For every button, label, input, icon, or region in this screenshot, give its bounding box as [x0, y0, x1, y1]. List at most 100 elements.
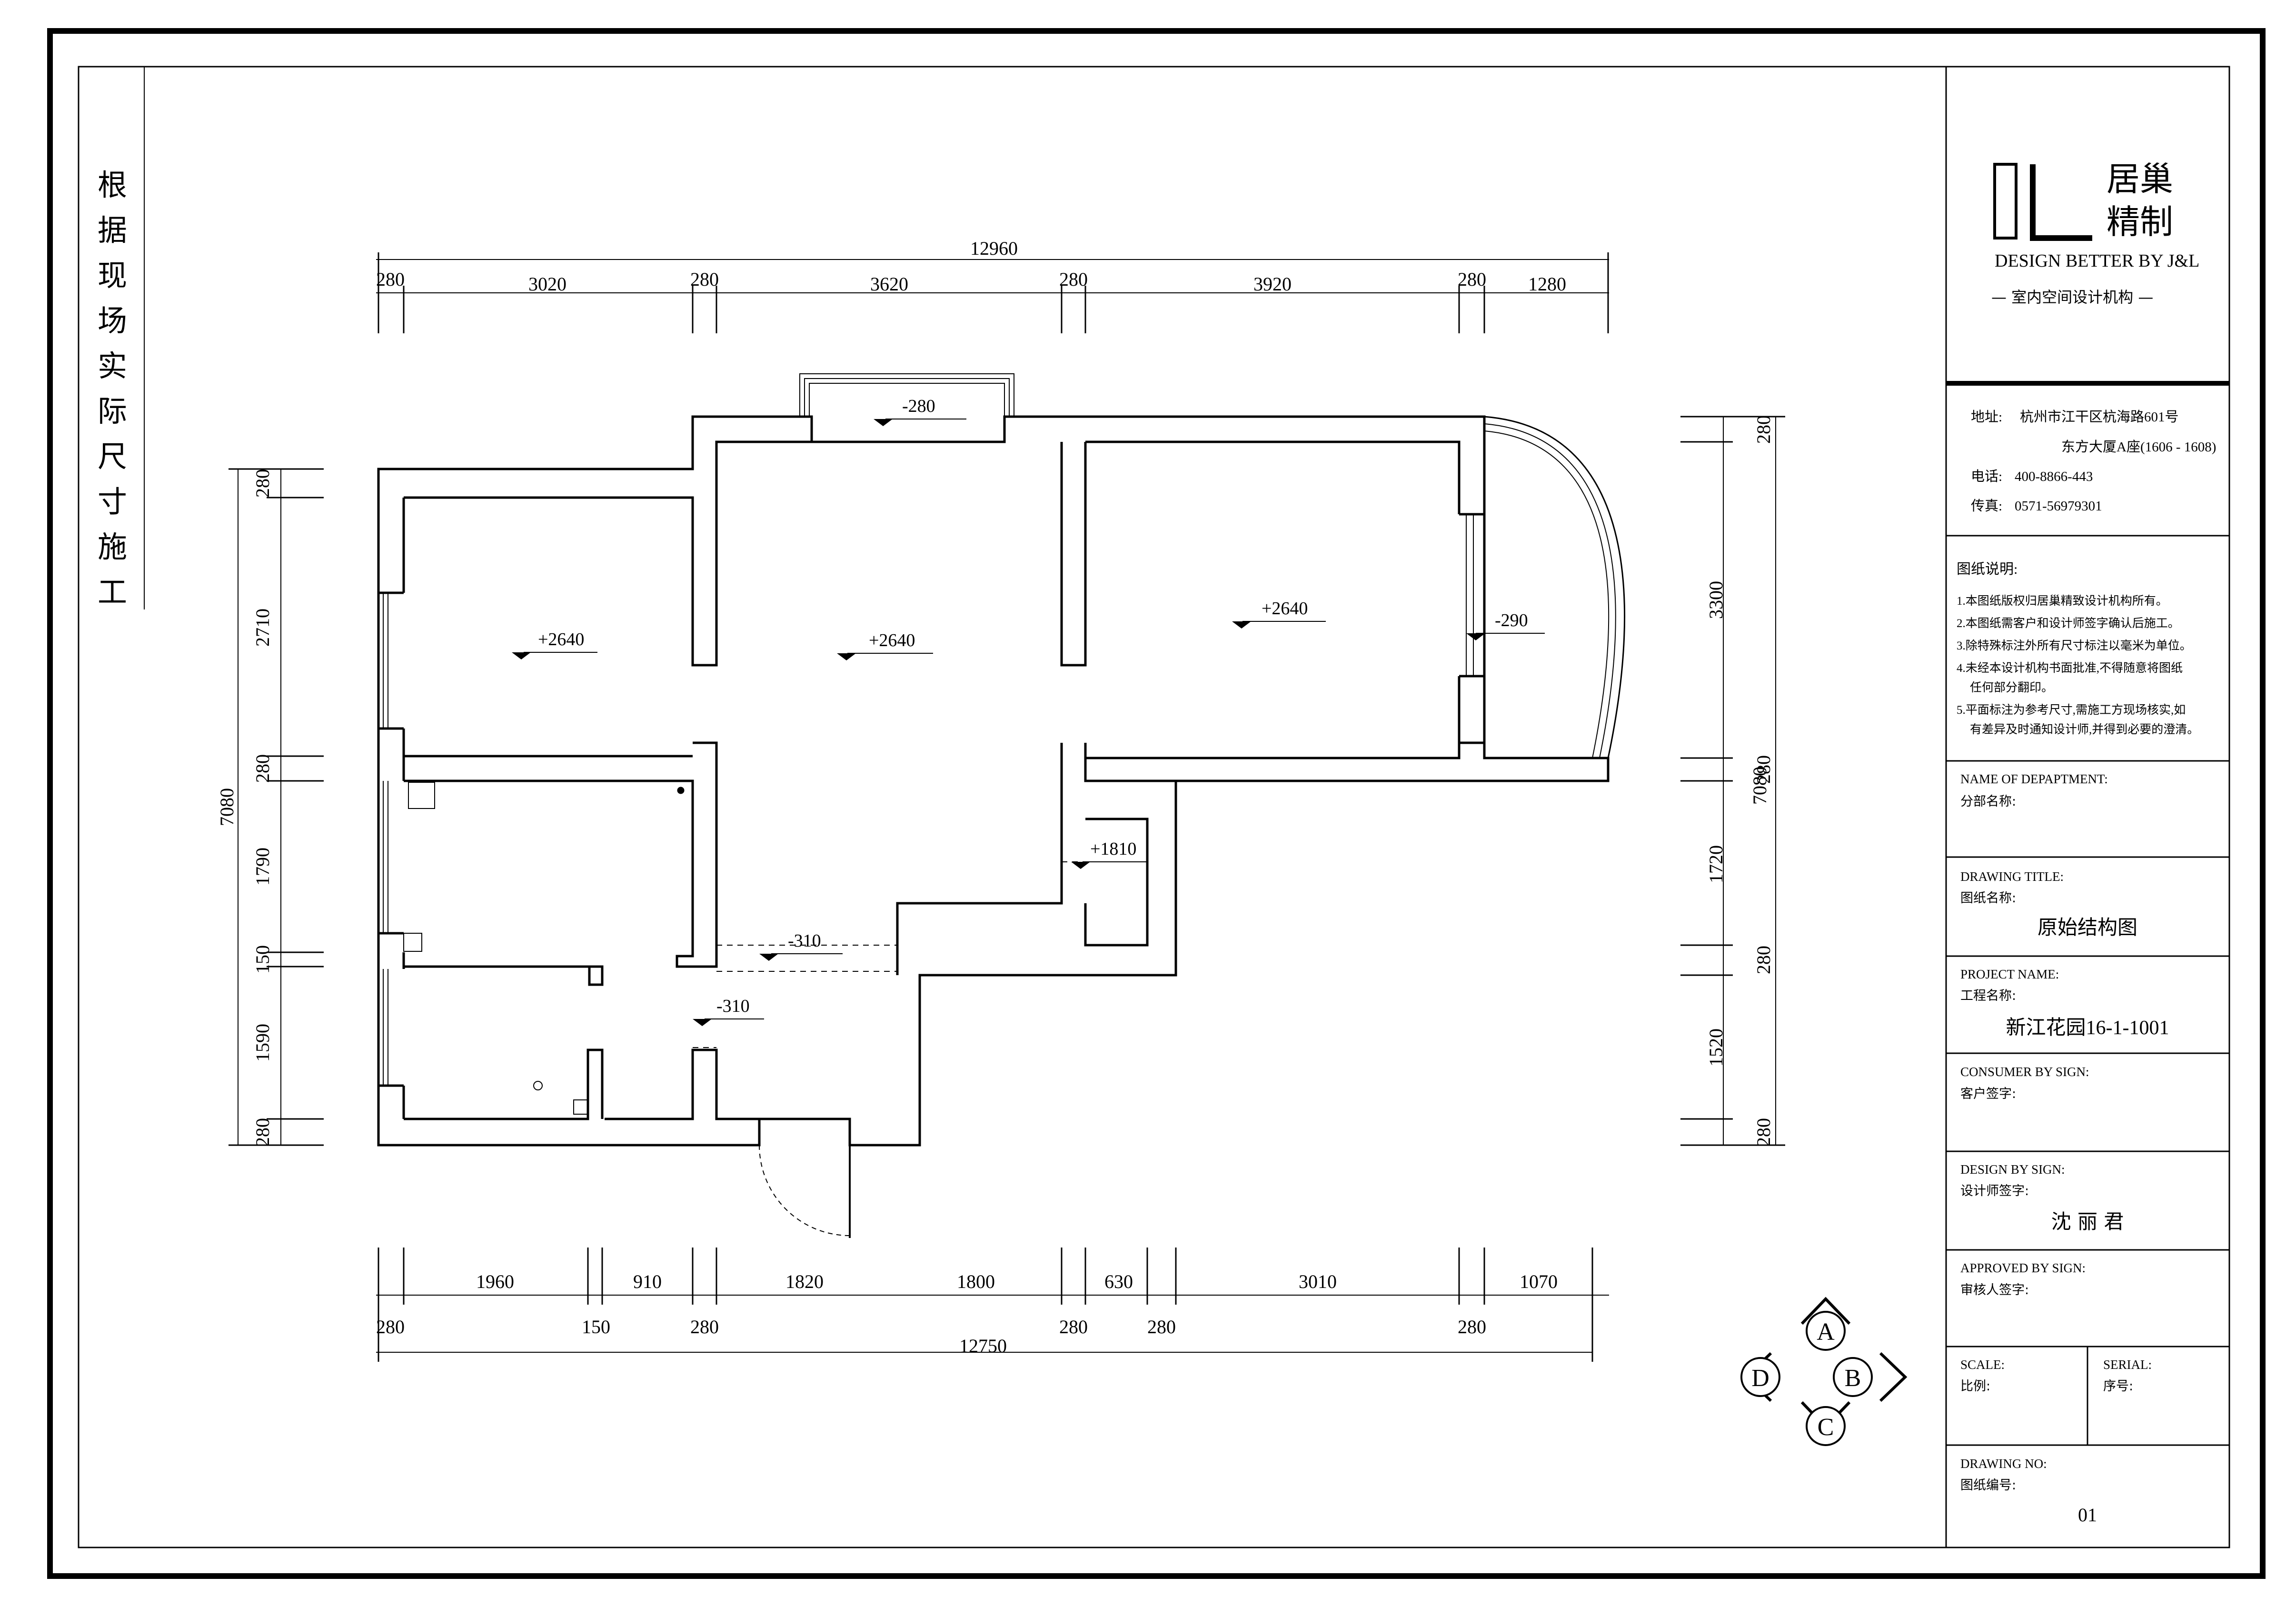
dim-label: 1070 [1520, 1271, 1558, 1292]
view-a-label: A [1817, 1318, 1835, 1346]
dim-label: 1960 [476, 1271, 514, 1292]
dimension-labels-vertical: 7080 280 2710 280 1790 150 1590 280 280 … [216, 415, 1774, 1147]
brand-name: 居巢 [2107, 160, 2173, 199]
note-char: 场 [98, 305, 127, 338]
notes-heading: 图纸说明: [1957, 561, 2018, 577]
dim-label: 3010 [1299, 1271, 1337, 1292]
dim-label: 3620 [870, 273, 908, 295]
inner-wall [404, 741, 718, 968]
dimension-ticks [229, 252, 1785, 1362]
inner-wall [1084, 818, 1149, 947]
designer-value: 沈 丽 君 [2051, 1210, 2124, 1233]
drawing-no-label: 图纸编号: [1960, 1478, 2016, 1493]
svg-text:-280: -280 [902, 396, 935, 416]
arrow-right-icon [1879, 1352, 1908, 1402]
department-label: 分部名称: [1960, 794, 2016, 809]
dimension-labels: 12960 280 3020 280 3620 280 3920 280 128… [376, 238, 1566, 1357]
outer-frame [47, 28, 2266, 1579]
fixture [403, 933, 422, 952]
dim-label: 280 [1458, 1316, 1486, 1338]
address-line: 杭州市江干区杭海路601号 [2020, 409, 2179, 425]
dim-total: 7080 [216, 788, 238, 826]
brand-name: 精制 [2107, 202, 2173, 241]
level-marker: +1810 [1071, 839, 1147, 869]
consumer-label: 客户签字: [1960, 1087, 2016, 1101]
note-char: 据 [98, 215, 127, 247]
level-marker: +2640 [1232, 599, 1326, 629]
scale-label: SCALE: [1960, 1357, 2005, 1372]
fixture [533, 1081, 543, 1090]
fixture [677, 787, 685, 794]
dim-label: 280 [252, 1118, 273, 1147]
level-marks: +2640 +2640 +2640 -280 -290 +1810 -310 -… [512, 396, 1545, 1026]
fixture [408, 782, 435, 809]
dim-label: 280 [1753, 946, 1774, 974]
dim-label: 280 [252, 754, 273, 783]
svg-text:+1810: +1810 [1090, 839, 1136, 859]
dim-label: 280 [690, 1316, 719, 1338]
svg-text:-290: -290 [1495, 610, 1528, 630]
designer-label: 设计师签字: [1960, 1184, 2029, 1198]
dim-label: 1820 [785, 1271, 824, 1292]
window [1466, 514, 1474, 676]
vertical-note: 根 据 现 场 实 际 尺 寸 施 工 [98, 170, 127, 609]
dim-label: 280 [376, 269, 405, 290]
phone-label: 电话: [1971, 469, 2002, 484]
level-marker: -310 [693, 996, 764, 1026]
logo-mark [1993, 163, 2018, 240]
approver-label: 审核人签字: [1960, 1283, 2029, 1298]
title-fields: NAME OF DEPAPTMENT: 分部名称: DRAWING TITLE:… [1960, 772, 2169, 1526]
brand-tagline: DESIGN BETTER BY J&L [1995, 251, 2199, 271]
view-a-circle [1806, 1311, 1846, 1351]
inner-wall [1459, 513, 1484, 744]
serial-label: SERIAL: [2103, 1357, 2152, 1372]
inner-wall [378, 591, 404, 1087]
designer-label: DESIGN BY SIGN: [1960, 1162, 2065, 1177]
note-char: 尺 [98, 441, 127, 473]
svg-text:-310: -310 [716, 996, 750, 1016]
inner-wall [404, 965, 604, 986]
dim-label: 280 [1059, 269, 1088, 290]
title-block: 居巢 精制 DESIGN BETTER BY J&L — 室内空间设计机构 — … [1946, 160, 2229, 1526]
inner-frame [78, 66, 2230, 1548]
view-d-label: D [1751, 1365, 1769, 1392]
level-marker: +2640 [512, 629, 597, 659]
contact-info: 地址: 杭州市江干区杭海路601号 东方大厦A座(1606 - 1608) 电话… [1971, 409, 2216, 514]
view-c-circle [1806, 1406, 1846, 1446]
dim-label: 280 [690, 269, 719, 290]
inner-wall [404, 1048, 759, 1120]
dim-label: 1520 [1705, 1028, 1727, 1067]
consumer-label: CONSUMER BY SIGN: [1960, 1065, 2089, 1079]
note-item: 任何部分翻印。 [1970, 681, 2053, 694]
dim-label: 280 [1753, 755, 1774, 784]
note-char: 施 [98, 531, 127, 564]
dim-label: 280 [1753, 1118, 1774, 1147]
level-marker: +2640 [837, 630, 933, 660]
dimension-lines [238, 259, 1776, 1353]
dim-label: 280 [1753, 415, 1774, 444]
dim-label: 3020 [528, 273, 567, 295]
dim-label: 910 [633, 1271, 662, 1292]
fixture [573, 1099, 588, 1115]
scale-label: 比例: [1960, 1379, 1990, 1394]
inner-wall [896, 743, 1176, 975]
view-b-circle [1833, 1357, 1873, 1397]
dim-label: 3300 [1705, 581, 1727, 619]
note-item: 3.除特殊标注外所有尺寸标注以毫米为单位。 [1957, 639, 2192, 652]
dim-label: 1790 [252, 848, 273, 886]
dim-label: 150 [252, 945, 273, 974]
dim-label: 2710 [252, 609, 273, 647]
view-c-label: C [1818, 1414, 1834, 1441]
project-label: PROJECT NAME: [1960, 967, 2059, 981]
drawing-title-label: 图纸名称: [1960, 891, 2016, 906]
note-item: 有差异及时通知设计师,并得到必要的澄清。 [1970, 723, 2199, 736]
dim-label: 1280 [1528, 273, 1566, 295]
dim-label: 1590 [252, 1024, 273, 1062]
fax-value: 0571-56979301 [2015, 499, 2102, 514]
arrow-up-icon [1800, 1297, 1851, 1325]
note-item: 4.未经本设计机构书面批准,不得随意将图纸 [1957, 661, 2183, 675]
dim-label: 280 [376, 1316, 405, 1338]
inner-wall [404, 440, 812, 667]
dim-total: 12750 [959, 1335, 1007, 1357]
